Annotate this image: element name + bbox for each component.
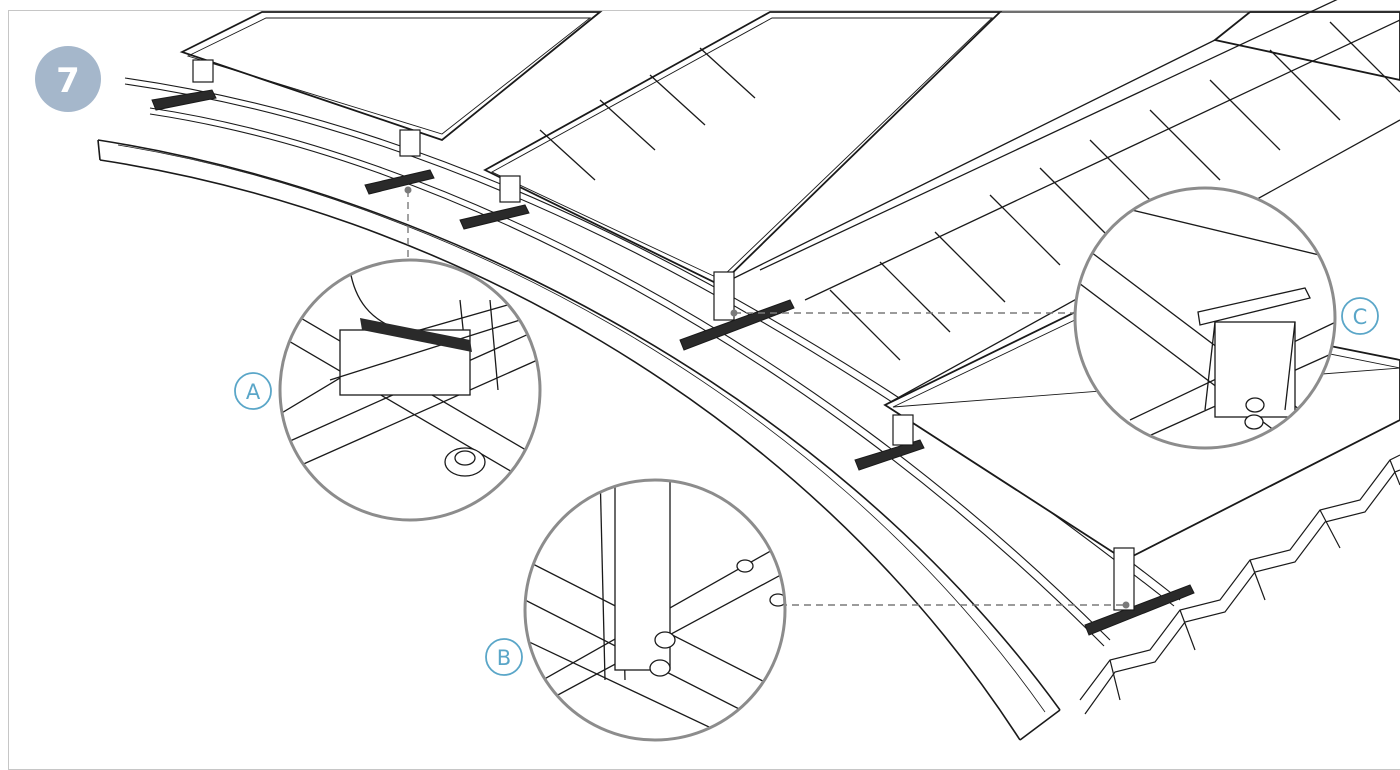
rail-clamps <box>151 89 1195 636</box>
callout-b-label: B <box>497 646 511 670</box>
callout-c-circle <box>1341 297 1379 335</box>
step-badge: 7 <box>35 46 101 112</box>
panel-clamps <box>192 59 1135 611</box>
leader-lines <box>407 190 1126 606</box>
callout-a-label: A <box>246 380 261 404</box>
panel-frame-grid <box>539 0 1400 406</box>
callout-c-label: C <box>1353 305 1368 329</box>
leader-dots <box>404 186 1130 609</box>
roof-sheet <box>1079 454 1400 715</box>
callout-a: A <box>234 372 272 410</box>
step-badge-circle <box>35 46 101 112</box>
callout-b: B <box>485 638 523 676</box>
callout-b-circle <box>485 638 523 676</box>
callout-c: C <box>1341 297 1379 335</box>
detail-lens-a <box>278 258 542 522</box>
callout-a-circle <box>234 372 272 410</box>
detail-lens-b <box>523 478 787 742</box>
detail-lens-c <box>1073 186 1337 450</box>
curved-rafter <box>97 139 1061 741</box>
step-number: 7 <box>56 61 80 101</box>
